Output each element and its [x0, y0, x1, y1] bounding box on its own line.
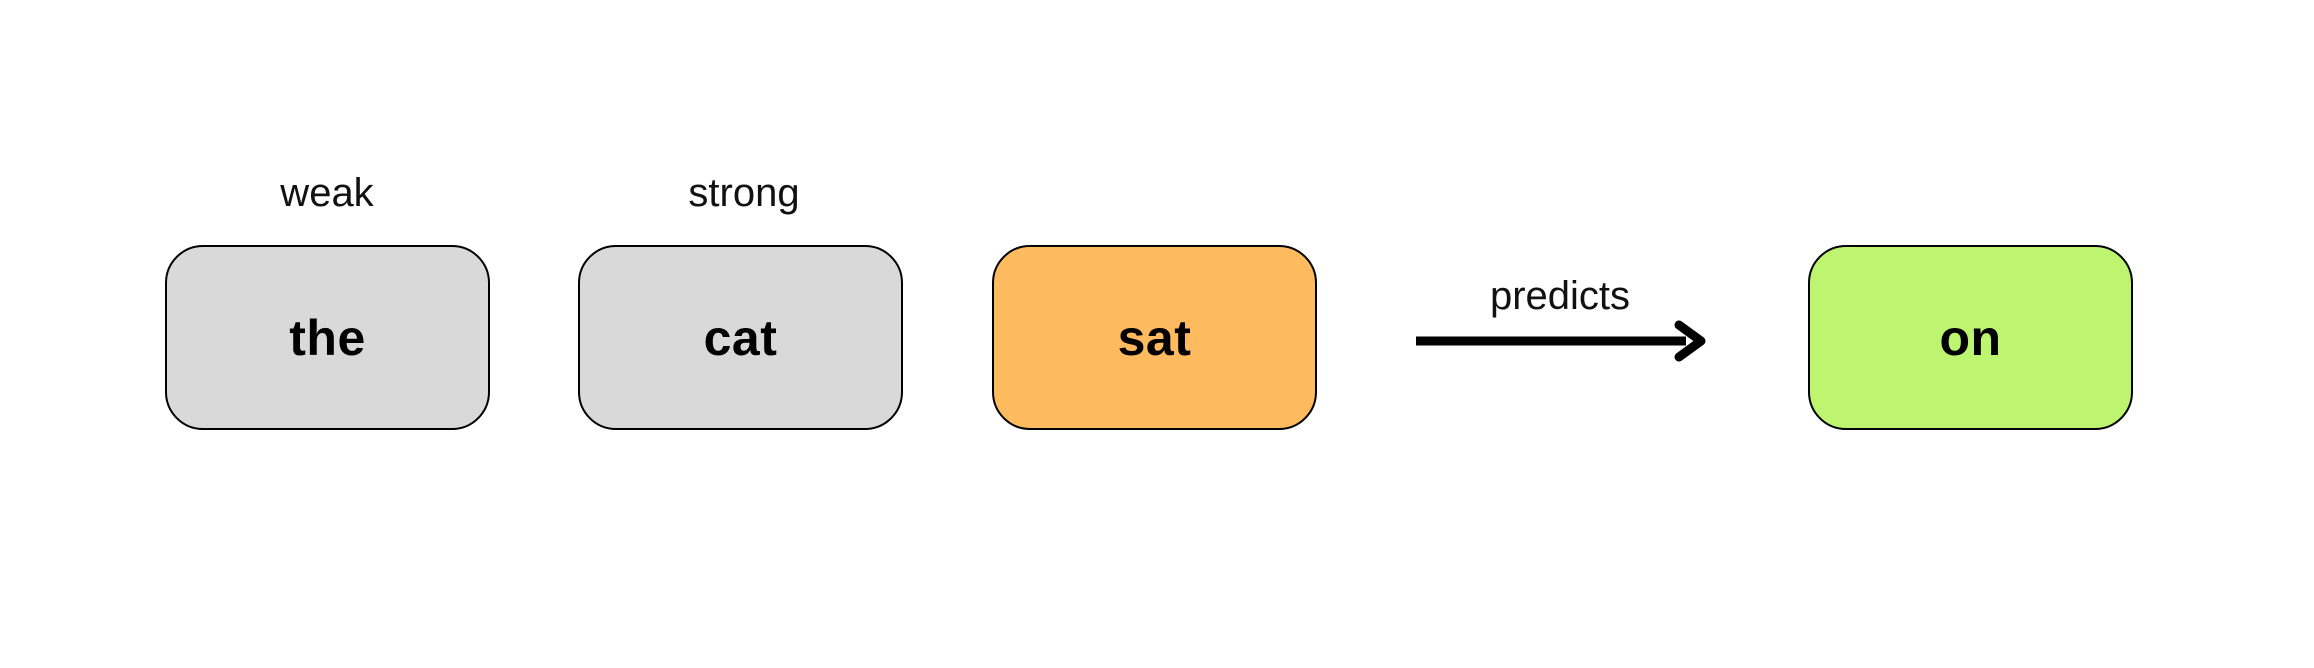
token-text-the: the [289, 309, 366, 366]
arrow-label-predicts: predicts [1489, 274, 1631, 318]
strength-label-strong: strong [688, 171, 800, 215]
token-text-sat: sat [1117, 309, 1192, 366]
predicts-arrow-icon [1416, 320, 1706, 362]
strength-label-weak: weak [280, 171, 374, 215]
token-box-the: the [165, 245, 490, 430]
token-box-on: on [1808, 245, 2133, 430]
token-box-sat: sat [992, 245, 1317, 430]
token-text-on: on [1939, 309, 2002, 366]
token-box-cat: cat [578, 245, 903, 430]
token-text-cat: cat [703, 309, 778, 366]
